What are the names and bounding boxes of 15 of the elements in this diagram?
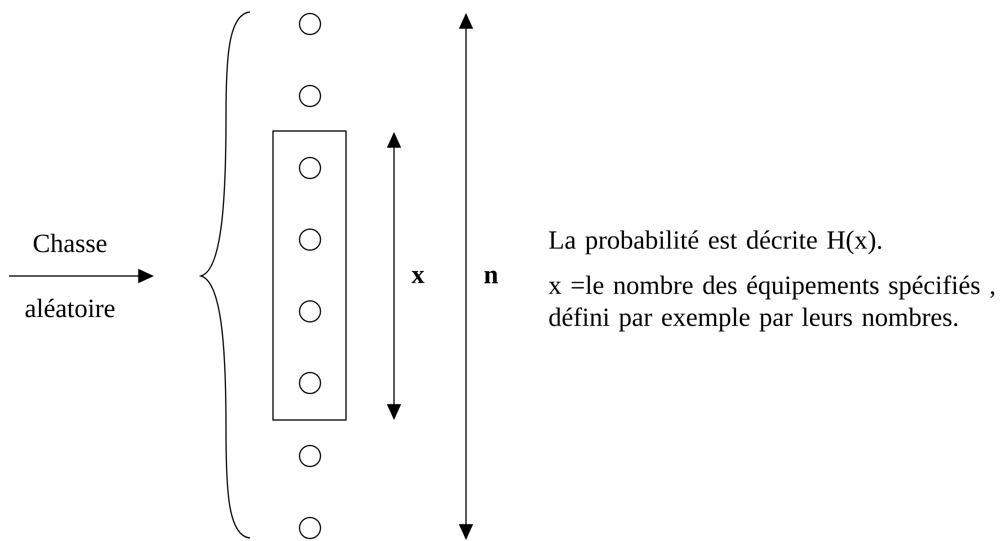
equipment-circle: [298, 444, 322, 468]
equipment-circle: [298, 84, 322, 108]
equipment-circle: [298, 228, 322, 251]
equipment-circle: [298, 300, 322, 322]
selection-box: [272, 130, 347, 421]
equipment-circle: [298, 156, 322, 180]
equipment-circle: [298, 516, 322, 540]
description-text: La probabilité est décrite H(x).: [549, 230, 882, 254]
dimension-label: n: [484, 270, 498, 284]
description-text: x =le nombre des équipements spécifiés , défini par exemple par leurs nombres.: [548, 275, 994, 332]
flow-label: aléatoire: [26, 298, 114, 318]
dimension-label: x: [412, 270, 424, 284]
equipment-circle: [298, 372, 322, 394]
flow-label: Chasse: [34, 234, 106, 252]
equipment-circle: [298, 12, 322, 36]
